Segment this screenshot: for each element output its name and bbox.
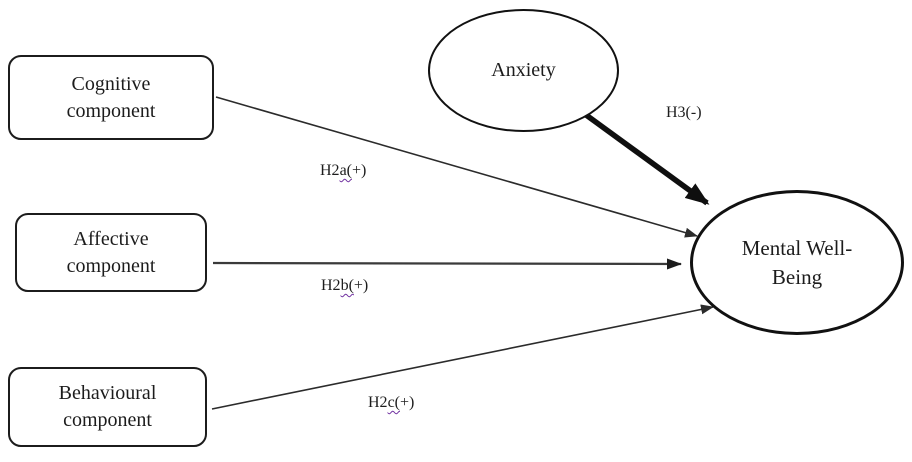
edge-label-h2b-squiggle-text: b( — [340, 277, 354, 294]
node-affective-label: Affective component — [66, 227, 156, 277]
edge-label-h2b-suffix: +) — [353, 277, 369, 294]
edge-label-h2c-squiggle-text: c( — [387, 394, 400, 411]
node-anxiety: Anxiety — [428, 9, 619, 132]
node-cognitive-label: Cognitive component — [66, 72, 156, 122]
edge-label-h2b-prefix: H2 — [321, 277, 341, 294]
node-mental-well-being-label: Mental Well-Being — [741, 236, 853, 289]
edge-label-h2a-prefix: H2 — [320, 162, 340, 179]
node-mental-well-being: Mental Well-Being — [690, 190, 904, 335]
edge-label-h2c-suffix: +) — [400, 394, 415, 411]
edge-label-h2c: H2c(+) — [368, 394, 414, 412]
node-behavioural-component: Behavioural component — [8, 367, 207, 447]
node-cognitive-component: Cognitive component — [8, 55, 214, 140]
edge-label-h3: H3(-) — [666, 104, 702, 121]
arrow-h2a-cognitive-to-mwb — [215, 96, 698, 238]
edge-label-h2c-prefix: H2 — [368, 394, 388, 411]
arrow-h3-anxiety-to-mwb — [580, 109, 710, 206]
edge-label-h2a: H2a(+) — [320, 162, 366, 180]
node-behavioural-label: Behavioural component — [58, 382, 157, 431]
node-affective-component: Affective component — [15, 213, 207, 292]
edge-label-h2a-squiggle-text: a( — [339, 162, 352, 179]
arrow-h2b-affective-to-mwb — [212, 258, 682, 270]
arrow-h2c-behavioural-to-mwb — [211, 304, 714, 410]
node-anxiety-label: Anxiety — [491, 59, 556, 81]
edge-label-h2a-suffix: +) — [352, 162, 367, 179]
edge-label-h2b: H2b(+) — [321, 277, 368, 295]
